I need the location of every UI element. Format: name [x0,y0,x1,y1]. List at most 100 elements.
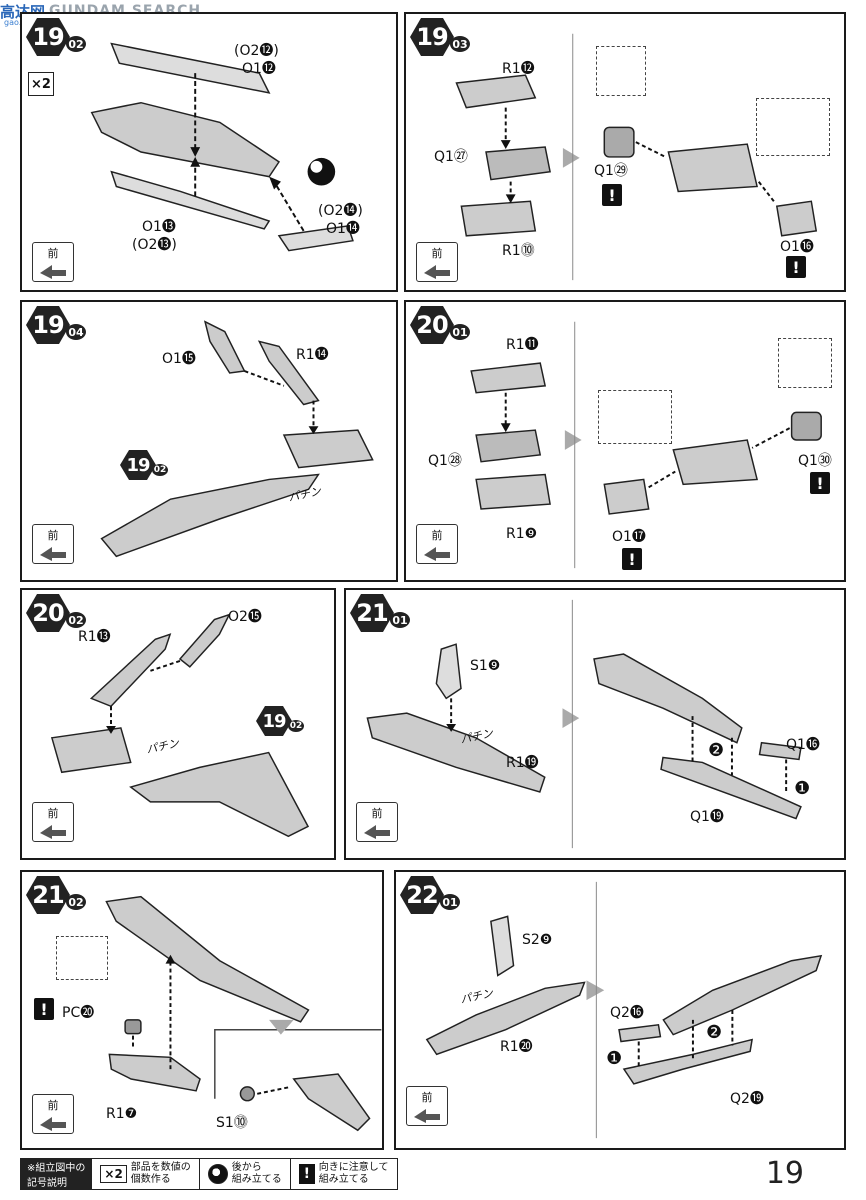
part-label: (O2⓭) [132,237,177,253]
part-illustration [100,320,374,558]
part-illustration [50,613,310,838]
step-panel-21-01: 21 01 S1❾ R1⓳ Q1⓰ Q1⓳ ❶ ❷ パチン 前 [344,588,846,860]
part-label: R1⓬ [502,61,535,77]
legend-text: 組み立てる [318,1174,369,1185]
detail-inset [56,936,108,980]
front-arrow-icon [40,547,66,561]
front-label: 前 [47,529,59,542]
sequence-number: ❶ [794,778,811,799]
part-label: (O2⓬) [234,43,279,59]
part-label: S2❾ [522,932,553,948]
step-number: 21 [350,594,394,632]
step-number: 20 [26,594,70,632]
legend-item-assemble-later: 後から 組み立てる [198,1159,290,1189]
part-illustration [90,42,354,252]
part-illustration [105,895,382,1132]
part-label: R1⓴ [500,1039,533,1055]
step-panel-19-02: 19 02 ×2 (O2⓬) O1⓬ O1⓭ (O2⓭) (O2⓮) O1⓮ 前 [20,12,398,292]
step-badge: 22 01 [400,876,462,914]
reference-step-badge: 19 02 [256,706,306,736]
front-label: 前 [47,247,59,260]
part-label: O1⓮ [326,221,360,237]
front-direction-box: 前 [356,802,398,842]
front-label: 前 [47,807,59,820]
legend-title-line2: 記号説明 [27,1178,67,1189]
step-panel-21-02: 21 02 ! PC⓴ R1❼ S1⓾ 前 [20,870,384,1150]
part-label: PC⓴ [62,1005,95,1021]
orientation-warning-icon: ! [810,472,830,494]
part-label: S1❾ [470,658,501,674]
part-label: Q1⓰ [786,737,820,753]
part-label: Q1㉘ [428,453,462,469]
front-arrow-icon [424,265,450,279]
legend-text: 後から [231,1162,262,1173]
part-label: (O2⓮) [318,203,363,219]
step-badge: 21 02 [26,876,88,914]
orientation-warning-icon: ! [786,256,806,278]
front-arrow-icon [40,825,66,839]
part-label: Q2⓳ [730,1091,764,1107]
step-badge: 19 04 [26,306,88,344]
step-panel-20-01: 20 01 R1⓫ Q1㉘ R1❾ Q1㉚ ! O1⓱ ! 前 [404,300,846,582]
front-label: 前 [421,1091,433,1104]
reference-step-number: 19 [256,706,292,736]
reference-step-number: 19 [120,450,156,480]
detail-inset [756,98,830,156]
front-arrow-icon [424,547,450,561]
part-label: O2⓯ [228,609,262,625]
reference-step-badge: 19 02 [120,450,170,480]
sequence-number: ❶ [606,1048,623,1069]
front-arrow-icon [364,825,390,839]
part-illustration [425,881,823,1139]
front-arrow-icon [40,265,66,279]
part-illustration [366,599,802,849]
part-label: R1❼ [106,1106,138,1122]
legend-title-line1: ※組立図中の [27,1163,86,1174]
orientation-warning-icon: ! [34,998,54,1020]
part-label: Q1⓳ [690,809,724,825]
part-label: O1⓯ [162,351,196,367]
step-badge: 20 02 [26,594,88,632]
front-direction-box: 前 [32,802,74,842]
legend-text: 部品を数値の [130,1162,191,1173]
step-panel-19-04: 19 04 O1⓯ R1⓮ 19 02 パチン 前 [20,300,398,582]
part-label: O1⓬ [242,61,276,77]
front-direction-box: 前 [406,1086,448,1126]
legend-item-quantity: ×2 部品を数値の 個数作る [91,1159,198,1189]
assemble-later-icon [207,1164,228,1184]
detail-inset [778,338,832,388]
step-number: 21 [26,876,70,914]
orientation-warning-icon: ! [622,548,642,570]
legend-title: ※組立図中の 記号説明 [21,1159,92,1189]
orientation-warning-icon: ! [602,184,622,206]
detail-inset [598,390,672,444]
part-label: R1⓾ [502,243,535,259]
front-label: 前 [47,1099,59,1112]
step-substep: 02 [64,34,88,54]
part-label: R1⓮ [296,347,329,363]
part-label: Q2⓰ [610,1005,644,1021]
front-direction-box: 前 [32,524,74,564]
part-illustration [470,321,822,569]
front-label: 前 [431,247,443,260]
front-label: 前 [431,529,443,542]
page-number: 19 [765,1156,804,1191]
part-label: R1⓳ [506,755,539,771]
part-label: O1⓭ [142,219,176,235]
front-label: 前 [371,807,383,820]
legend-text: 向きに注意して [318,1162,389,1173]
step-number: 22 [400,876,444,914]
step-badge: 21 01 [350,594,412,632]
front-direction-box: 前 [32,1094,74,1134]
orientation-warning-icon: ! [298,1164,315,1184]
part-label: Q1㉚ [798,453,832,469]
front-arrow-icon [414,1109,440,1123]
quantity-badge: ×2 [28,72,54,96]
part-label: O1⓱ [612,529,646,545]
sequence-number: ❷ [706,1022,723,1043]
sequence-number: ❷ [708,740,725,761]
front-direction-box: 前 [416,242,458,282]
part-label: R1⓫ [506,337,539,353]
legend-item-orientation: ! 向きに注意して 組み立てる [289,1159,397,1189]
part-label: S1⓾ [216,1115,248,1131]
